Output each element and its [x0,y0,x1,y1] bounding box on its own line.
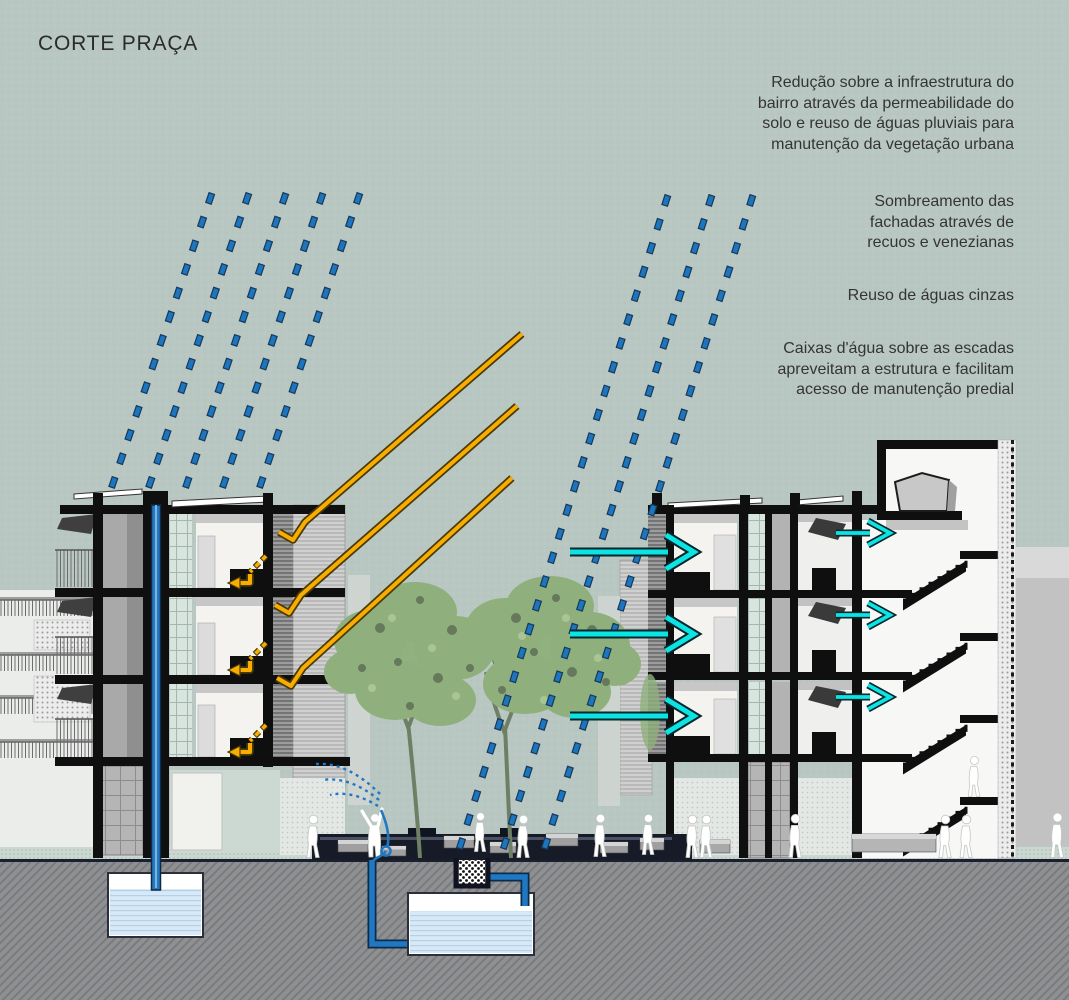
right-building-section [648,491,885,859]
annotation-line: Caixas d'água sobre as escadas [783,340,1014,357]
roof-water-tank [893,471,957,512]
hose-and-spray [315,762,392,862]
drain-pipe [486,872,530,906]
left-groundfloor [95,765,345,856]
annotation-line: Redução sobre a infraestrutura do [771,74,1014,91]
ventilation-arrows-in [570,531,703,737]
rain-downpipe [150,504,162,891]
annotation-watertank: Caixas d'água sobre as escadas apreveita… [654,339,1014,401]
annotation-line: Sombreamento das [874,193,1014,210]
perforated-wall [997,439,1017,859]
left-floor [55,597,293,676]
annotation-shading: Sombreamento das fachadas através de rec… [654,192,1014,254]
annotation-line: manutenção da vegetação urbana [771,135,1014,153]
annotation-line: solo e reuso de águas pluviais para [762,115,1014,132]
right-floor [648,598,880,673]
cistern-left [107,872,204,938]
sun-ray-arrows [273,331,525,690]
left-floor [55,684,293,758]
water-spray [315,762,381,808]
right-floor [648,682,880,755]
ventilation-arrows-out [836,517,898,713]
background-building-right [1016,547,1069,846]
annotation-line: fachadas através de [869,213,1014,231]
irrigation-pipe [367,860,407,949]
annotation-line: bairro através da permeabilidade do [757,94,1014,112]
annotation-greywater: Reuso de águas cinzas [654,286,1014,307]
rain-center [454,193,757,855]
cistern-right [407,892,535,956]
sun-interior-arrows [226,553,269,759]
annotation-line: apreveitam a estrutura e facilitam [777,360,1014,378]
stairs [855,551,1002,858]
rain-upper-left [104,191,364,500]
page-title: CORTE PRAÇA [38,32,199,55]
annotation-permeability: Redução sobre a infraestrutura do bairro… [654,73,1014,155]
left-floor [55,514,293,589]
annotation-line: acesso de manutenção predial [796,381,1014,398]
tree-canopy-texture [358,594,610,710]
annotation-line: recuos e venezianas [867,234,1014,251]
trees [324,576,660,859]
annotation-line: Reuso de águas cinzas [847,287,1014,304]
stair-tower [855,439,1017,859]
right-floor [648,514,880,591]
drain-filter [453,858,491,889]
left-building-section [55,488,350,891]
